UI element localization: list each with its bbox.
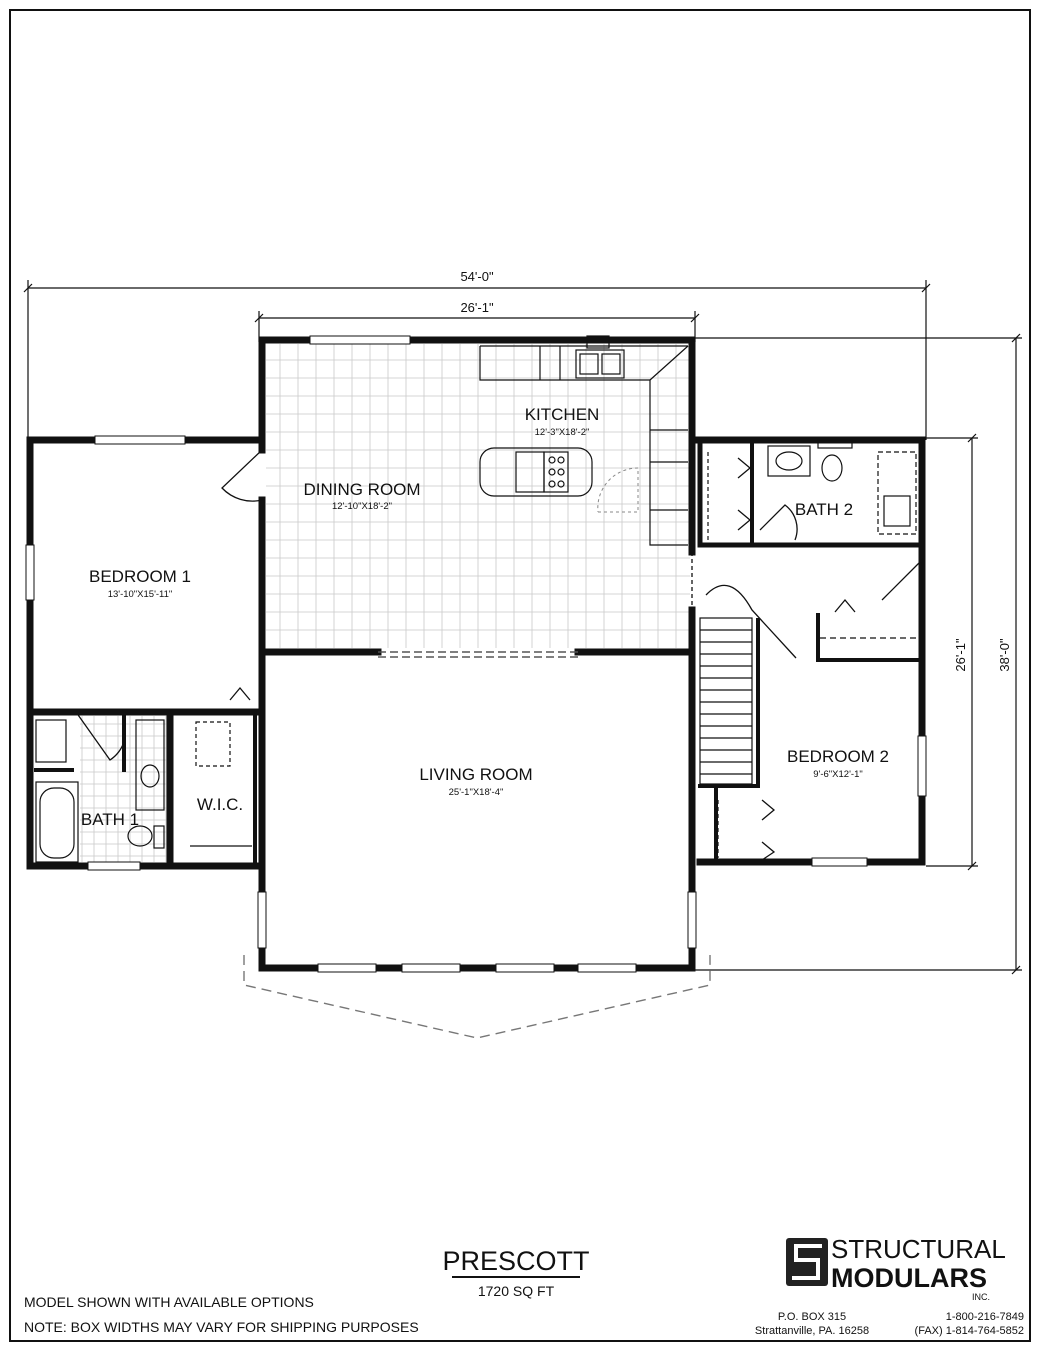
shower-icon [877, 451, 917, 535]
overall-width-label: 54'-0" [460, 269, 494, 284]
staircase [699, 617, 753, 785]
bath1-label: BATH 1 [81, 810, 139, 829]
right-outer-depth-label: 38'-0" [997, 638, 1012, 672]
kitchen-island [479, 447, 593, 497]
bedroom2-dimensions: 9'-6"X12'-1" [813, 769, 862, 780]
kitchen-sink-icon [575, 349, 625, 379]
bath2-fixtures [767, 439, 917, 535]
company-phone: 1-800-216-7849 [946, 1311, 1024, 1323]
note-options: MODEL SHOWN WITH AVAILABLE OPTIONS [24, 1294, 314, 1310]
dimension-lines [23, 280, 1022, 975]
note-box-widths: NOTE: BOX WIDTHS MAY VARY FOR SHIPPING P… [24, 1319, 419, 1335]
cooktop-icon [543, 451, 569, 493]
company-po-box: P.O. BOX 315 [778, 1311, 846, 1323]
center-width-label: 26'-1" [460, 300, 494, 315]
company-suffix: INC. [972, 1292, 990, 1302]
living-room-dimensions: 25'-1"X18'-4" [449, 787, 504, 798]
doors [75, 449, 923, 861]
closets [190, 452, 918, 858]
bay-window-outline [243, 955, 711, 1039]
sink-icon [140, 764, 160, 788]
bathtub-icon [35, 781, 79, 863]
walls [26, 336, 926, 972]
structural-modulars-logo-icon [786, 1238, 828, 1286]
page-frame [9, 9, 1031, 1342]
bath2-label: BATH 2 [795, 500, 853, 519]
sink-icon [775, 451, 803, 471]
company-city: Strattanville, PA. 16258 [755, 1325, 869, 1337]
bedroom1-label: BEDROOM 1 [89, 567, 191, 586]
model-name: PRESCOTT [442, 1246, 589, 1276]
dining-room-dimensions: 12'-10"X18'-2" [332, 501, 392, 512]
dining-room-label: DINING ROOM [303, 480, 420, 499]
toilet-icon [127, 825, 153, 847]
wic-label: W.I.C. [197, 795, 243, 814]
kitchen-label: KITCHEN [525, 405, 600, 424]
bedroom2-label: BEDROOM 2 [787, 747, 889, 766]
bedroom1-dimensions: 13'-10"X15'-11" [108, 589, 173, 600]
toilet-icon [821, 454, 843, 482]
bath1-fixtures [35, 719, 165, 863]
windows [25, 335, 927, 973]
company-fax: (FAX) 1-814-764-5852 [915, 1325, 1024, 1337]
right-inner-depth-label: 26'-1" [953, 638, 968, 672]
company-name-top: STRUCTURAL [831, 1234, 1006, 1264]
living-room-label: LIVING ROOM [419, 765, 532, 784]
model-area: 1720 SQ FT [478, 1283, 555, 1299]
kitchen-dimensions: 12'-3"X18'-2" [535, 427, 590, 438]
bath1-tile-grid [80, 716, 168, 862]
kitchen-counters [479, 335, 689, 546]
company-name-bottom: MODULARS [831, 1263, 987, 1293]
